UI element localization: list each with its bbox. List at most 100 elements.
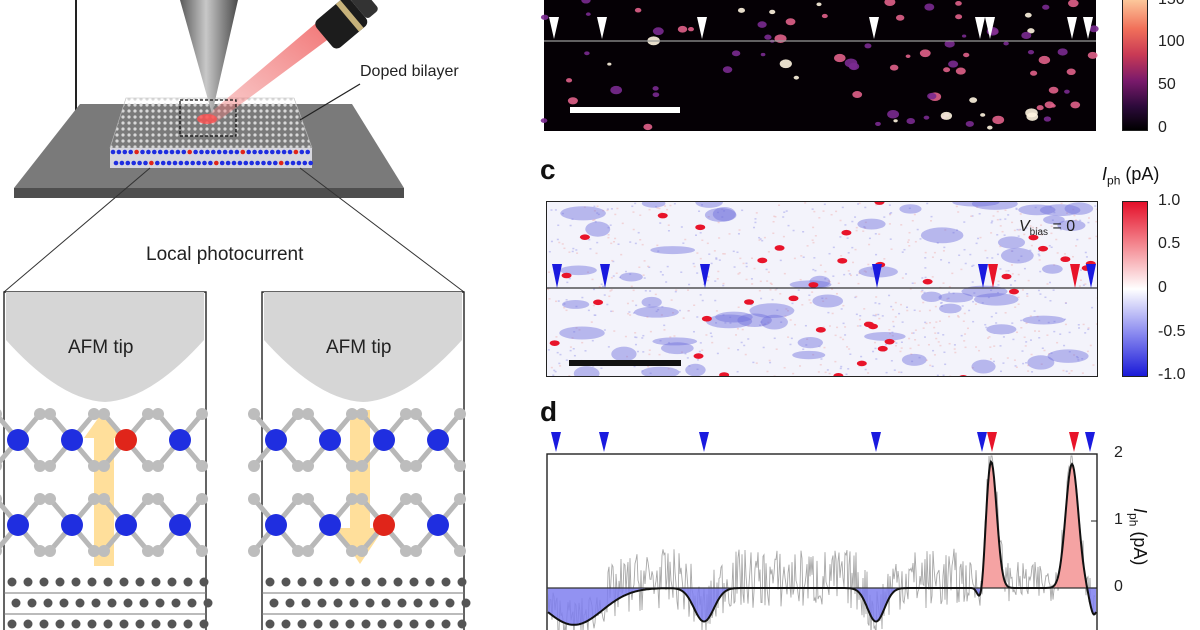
noise-pixel [929,220,932,222]
zoom-line-left [3,167,151,293]
metal-atom [115,514,137,536]
flake-atom [202,160,207,166]
hot-spot [760,52,766,57]
noise-pixel [971,281,974,283]
noise-pixel [592,304,595,307]
chalcogen-atom [142,545,154,557]
noise-pixel [840,365,843,368]
noise-pixel [996,234,999,236]
noise-pixel [658,353,661,356]
noise-pixel [812,226,815,229]
noise-pixel [993,345,996,347]
substrate-atom [119,619,129,629]
blue-region [611,346,637,362]
hot-spot [643,123,653,131]
substrate-atom [103,619,113,629]
noise-pixel [1004,218,1007,220]
noise-pixel [607,346,610,348]
chalcogen-atom [152,460,164,472]
blue-marker [871,432,881,452]
hot-spot [652,86,659,91]
hot-spot [1042,4,1050,10]
noise-pixel [1025,227,1028,229]
noise-pixel [611,259,614,262]
noise-pixel [989,346,992,348]
noise-pixel [1071,255,1074,258]
flake-atom [169,149,175,155]
flake-atom [119,160,125,166]
noise-pixel [820,358,823,360]
chalcogen-atom [44,460,56,472]
noise-pixel [908,245,911,247]
noise-pixel [642,274,645,276]
noise-pixel [593,288,596,291]
substrate-atom [55,577,65,587]
noise-pixel [1012,338,1015,341]
noise-pixel [963,312,966,315]
noise-pixel [641,370,644,372]
noise-pixel [1079,269,1082,271]
noise-pixel [1050,232,1053,235]
noise-pixel [1009,284,1012,286]
noise-pixel [594,314,597,316]
hot-spot [1087,51,1098,59]
blue-region [939,303,962,314]
noise-pixel [911,282,914,284]
noise-pixel [565,299,568,301]
noise-pixel [802,256,805,258]
noise-pixel [758,324,761,326]
red-spot [719,372,730,376]
noise-pixel [674,290,677,293]
noise-pixel [583,206,586,208]
noise-pixel [937,341,940,343]
chalcogen-atom [0,546,2,556]
noise-pixel [607,236,610,239]
noise-pixel [1059,333,1062,335]
noise-pixel [660,314,663,316]
flake-atom [228,149,234,155]
noise-pixel [696,316,699,318]
substrate-atom [377,577,387,587]
noise-pixel [865,321,868,323]
noise-pixel [858,318,861,321]
noise-pixel [656,207,659,209]
noise-pixel [827,280,830,282]
noise-pixel [844,224,847,226]
hot-spot [634,7,642,13]
noise-pixel [854,216,857,218]
red-marker [1070,264,1080,288]
noise-pixel [891,335,894,337]
noise-pixel [892,320,895,323]
substrate-atom [91,598,101,608]
noise-pixel [1025,341,1028,343]
noise-pixel [929,321,932,324]
fit-curve [547,459,1097,626]
noise-pixel [1002,336,1005,338]
noise-pixel [563,247,566,250]
noise-pixel [593,205,596,208]
substrate-front [14,188,404,198]
substrate-atom [313,619,323,629]
noise-pixel [556,238,559,241]
noise-pixel [1025,322,1028,324]
noise-pixel [875,296,878,298]
noise-pixel [1033,310,1036,312]
noise-pixel [610,242,613,245]
blue-region [641,202,666,208]
noise-pixel [825,297,828,300]
noise-pixel [840,308,843,310]
flake-atom [275,149,281,155]
noise-pixel [765,268,768,271]
noise-pixel [1013,359,1016,361]
noise-pixel [1070,370,1073,372]
noise-pixel [1089,237,1092,240]
red-spot [856,360,867,367]
noise-pixel [804,202,807,204]
noise-pixel [909,288,912,290]
white-marker [1083,17,1093,39]
noise-pixel [832,246,835,249]
substrate-atom [281,619,291,629]
noise-pixel [1044,296,1047,299]
noise-pixel [889,238,892,240]
flake-atom [205,149,210,155]
